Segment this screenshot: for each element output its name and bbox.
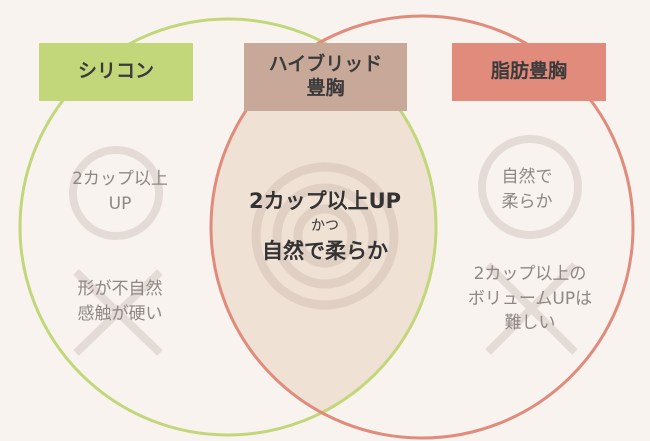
silicone-merit-text: 2カップ以上 UP (40, 167, 200, 216)
hybrid-center-line1: 2カップ以上UP (248, 189, 402, 213)
silicone-demerit-line2: 感触が硬い (77, 303, 163, 324)
circle-mark-icon (69, 146, 163, 240)
fat-demerit-line2: ボリュームUPは (467, 288, 593, 309)
fat-merit-text: 自然で 柔らか (452, 165, 602, 214)
double-circle-mark-icon (251, 162, 399, 310)
hybrid-center-line3: 自然で柔らか (262, 238, 388, 263)
silicone-merit-line2: UP (108, 193, 132, 214)
cross-mark-icon (73, 269, 163, 356)
silicone-merit-line1: 2カップ以上 (72, 169, 168, 189)
fat-label-text: 脂肪豊胸 (490, 60, 567, 83)
cross-mark-icon (485, 262, 578, 355)
hybrid-label-line1: ハイブリッド (268, 53, 383, 76)
fat-circle (209, 14, 635, 440)
silicone-demerit-text: 形が不自然 感触が硬い (40, 277, 200, 326)
fat-demerit-line3: 難しい (504, 313, 556, 334)
hybrid-label-line2: 豊胸 (306, 77, 345, 99)
fat-merit-line1: 自然で (501, 167, 553, 187)
overlap-region (211, 19, 436, 435)
silicone-circle (18, 17, 438, 437)
silicone-label-text: シリコン (77, 60, 154, 83)
silicone-demerit-line1: 形が不自然 (77, 279, 163, 299)
fat-label: 脂肪豊胸 (452, 43, 606, 101)
circle-mark-icon (478, 135, 582, 239)
hybrid-center-text: 2カップ以上UP かつ 自然で柔らか (220, 188, 430, 265)
fat-demerit-text: 2カップ以上の ボリュームUPは 難しい (440, 262, 620, 336)
hybrid-center-line2: かつ (311, 218, 339, 235)
fat-merit-line2: 柔らか (501, 191, 553, 212)
silicone-label: シリコン (39, 43, 193, 101)
hybrid-label: ハイブリッド 豊胸 (244, 43, 407, 111)
fat-demerit-line1: 2カップ以上の (473, 264, 587, 284)
